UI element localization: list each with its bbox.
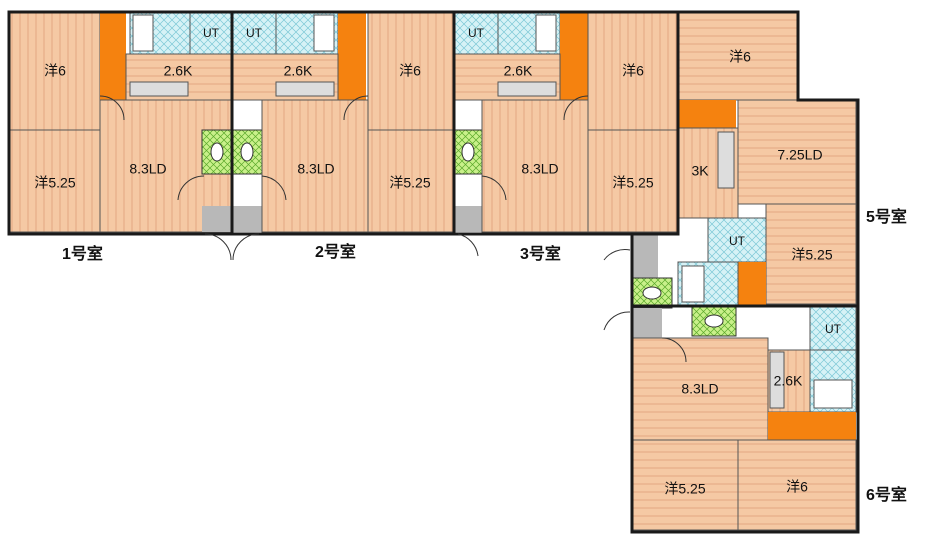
- ldk: [261, 99, 369, 233]
- unit-6: UT 8.3LD 2.6K 洋5.25 洋6: [631, 234, 857, 531]
- kitchen-counter: [769, 351, 785, 409]
- bathtub: [132, 14, 154, 52]
- room-east-top: [367, 11, 455, 131]
- entry: [232, 206, 262, 232]
- walls: [7, 10, 860, 534]
- label-west-top: 洋6: [729, 49, 751, 65]
- unit-6-label: 6号室: [866, 485, 907, 504]
- label-west-bottom: 洋5.25: [34, 175, 75, 191]
- door-swings: [99, 95, 687, 363]
- closet: [768, 412, 856, 440]
- unit-2: UT 2.6K 8.3LD 洋6 洋5.25: [231, 11, 455, 233]
- closet: [338, 12, 366, 100]
- unit-1-label: 1号室: [62, 244, 103, 263]
- unit-2-label: 2号室: [315, 242, 356, 261]
- room-west-left: [631, 439, 739, 531]
- toilet-icon: [461, 142, 475, 162]
- label-west-top: 洋6: [44, 63, 66, 79]
- unit-5: 洋6 3K 7.25LD UT 洋5.25: [677, 11, 857, 307]
- label-ldk: 8.3LD: [681, 381, 718, 397]
- unit-1: 洋6 洋5.25 2.6K 8.3LD UT: [9, 11, 233, 233]
- room-west-bottom: [9, 129, 101, 233]
- kitchen-counter: [275, 81, 335, 97]
- entry: [632, 308, 662, 338]
- bathtub: [535, 14, 557, 52]
- ldk: [737, 99, 857, 205]
- unit-5-label: 5号室: [866, 207, 907, 226]
- ldk: [481, 99, 589, 233]
- kitchen-counter: [497, 81, 557, 97]
- entry: [632, 234, 658, 278]
- kitchen-counter: [129, 81, 189, 97]
- closet: [100, 12, 126, 100]
- label-kitchen: 2.6K: [774, 373, 803, 389]
- room-east-top: [587, 11, 679, 131]
- closet: [560, 12, 588, 100]
- bathtub: [313, 14, 335, 52]
- toilet-icon: [210, 142, 224, 162]
- room-west-top: [9, 11, 101, 131]
- closet: [738, 262, 766, 306]
- label-kitchen: 3K: [691, 163, 709, 179]
- label-ldk: 8.3LD: [129, 161, 166, 177]
- label-ut: UT: [246, 26, 263, 40]
- label-kitchen: 2.6K: [164, 63, 193, 79]
- label-west-right: 洋6: [786, 479, 808, 495]
- toilet-icon: [642, 286, 662, 300]
- entry: [202, 206, 232, 232]
- label-kitchen: 2.6K: [504, 63, 533, 79]
- label-ut: UT: [729, 234, 746, 248]
- label-ldk: 8.3LD: [521, 161, 558, 177]
- label-ldk: 8.3LD: [297, 161, 334, 177]
- label-kitchen: 2.6K: [284, 63, 313, 79]
- room-east-bottom: [587, 129, 679, 233]
- label-east-bottom: 洋5.25: [389, 175, 430, 191]
- room-east-bottom: [367, 129, 455, 233]
- unit-3-label: 3号室: [520, 244, 561, 263]
- bathtub: [681, 265, 705, 303]
- label-ut: UT: [468, 26, 485, 40]
- label-ut: UT: [203, 26, 220, 40]
- closet: [678, 100, 736, 128]
- unit-3: UT 2.6K 8.3LD 洋6 洋5.25: [453, 11, 679, 233]
- label-ut: UT: [825, 322, 842, 336]
- bathtub: [813, 379, 853, 409]
- room-west-right: [737, 439, 857, 531]
- ldk: [631, 337, 769, 441]
- label-east-top: 洋6: [622, 63, 644, 79]
- room-side: [765, 203, 857, 305]
- toilet-icon: [704, 314, 724, 328]
- label-east-bottom: 洋5.25: [612, 175, 653, 191]
- toilet-icon: [240, 142, 254, 162]
- label-east-top: 洋6: [399, 63, 421, 79]
- kitchen-counter: [717, 131, 735, 189]
- entry: [454, 206, 482, 232]
- label-west-left: 洋5.25: [664, 481, 705, 497]
- label-west-side: 洋5.25: [791, 247, 832, 263]
- label-ldk: 7.25LD: [777, 147, 822, 163]
